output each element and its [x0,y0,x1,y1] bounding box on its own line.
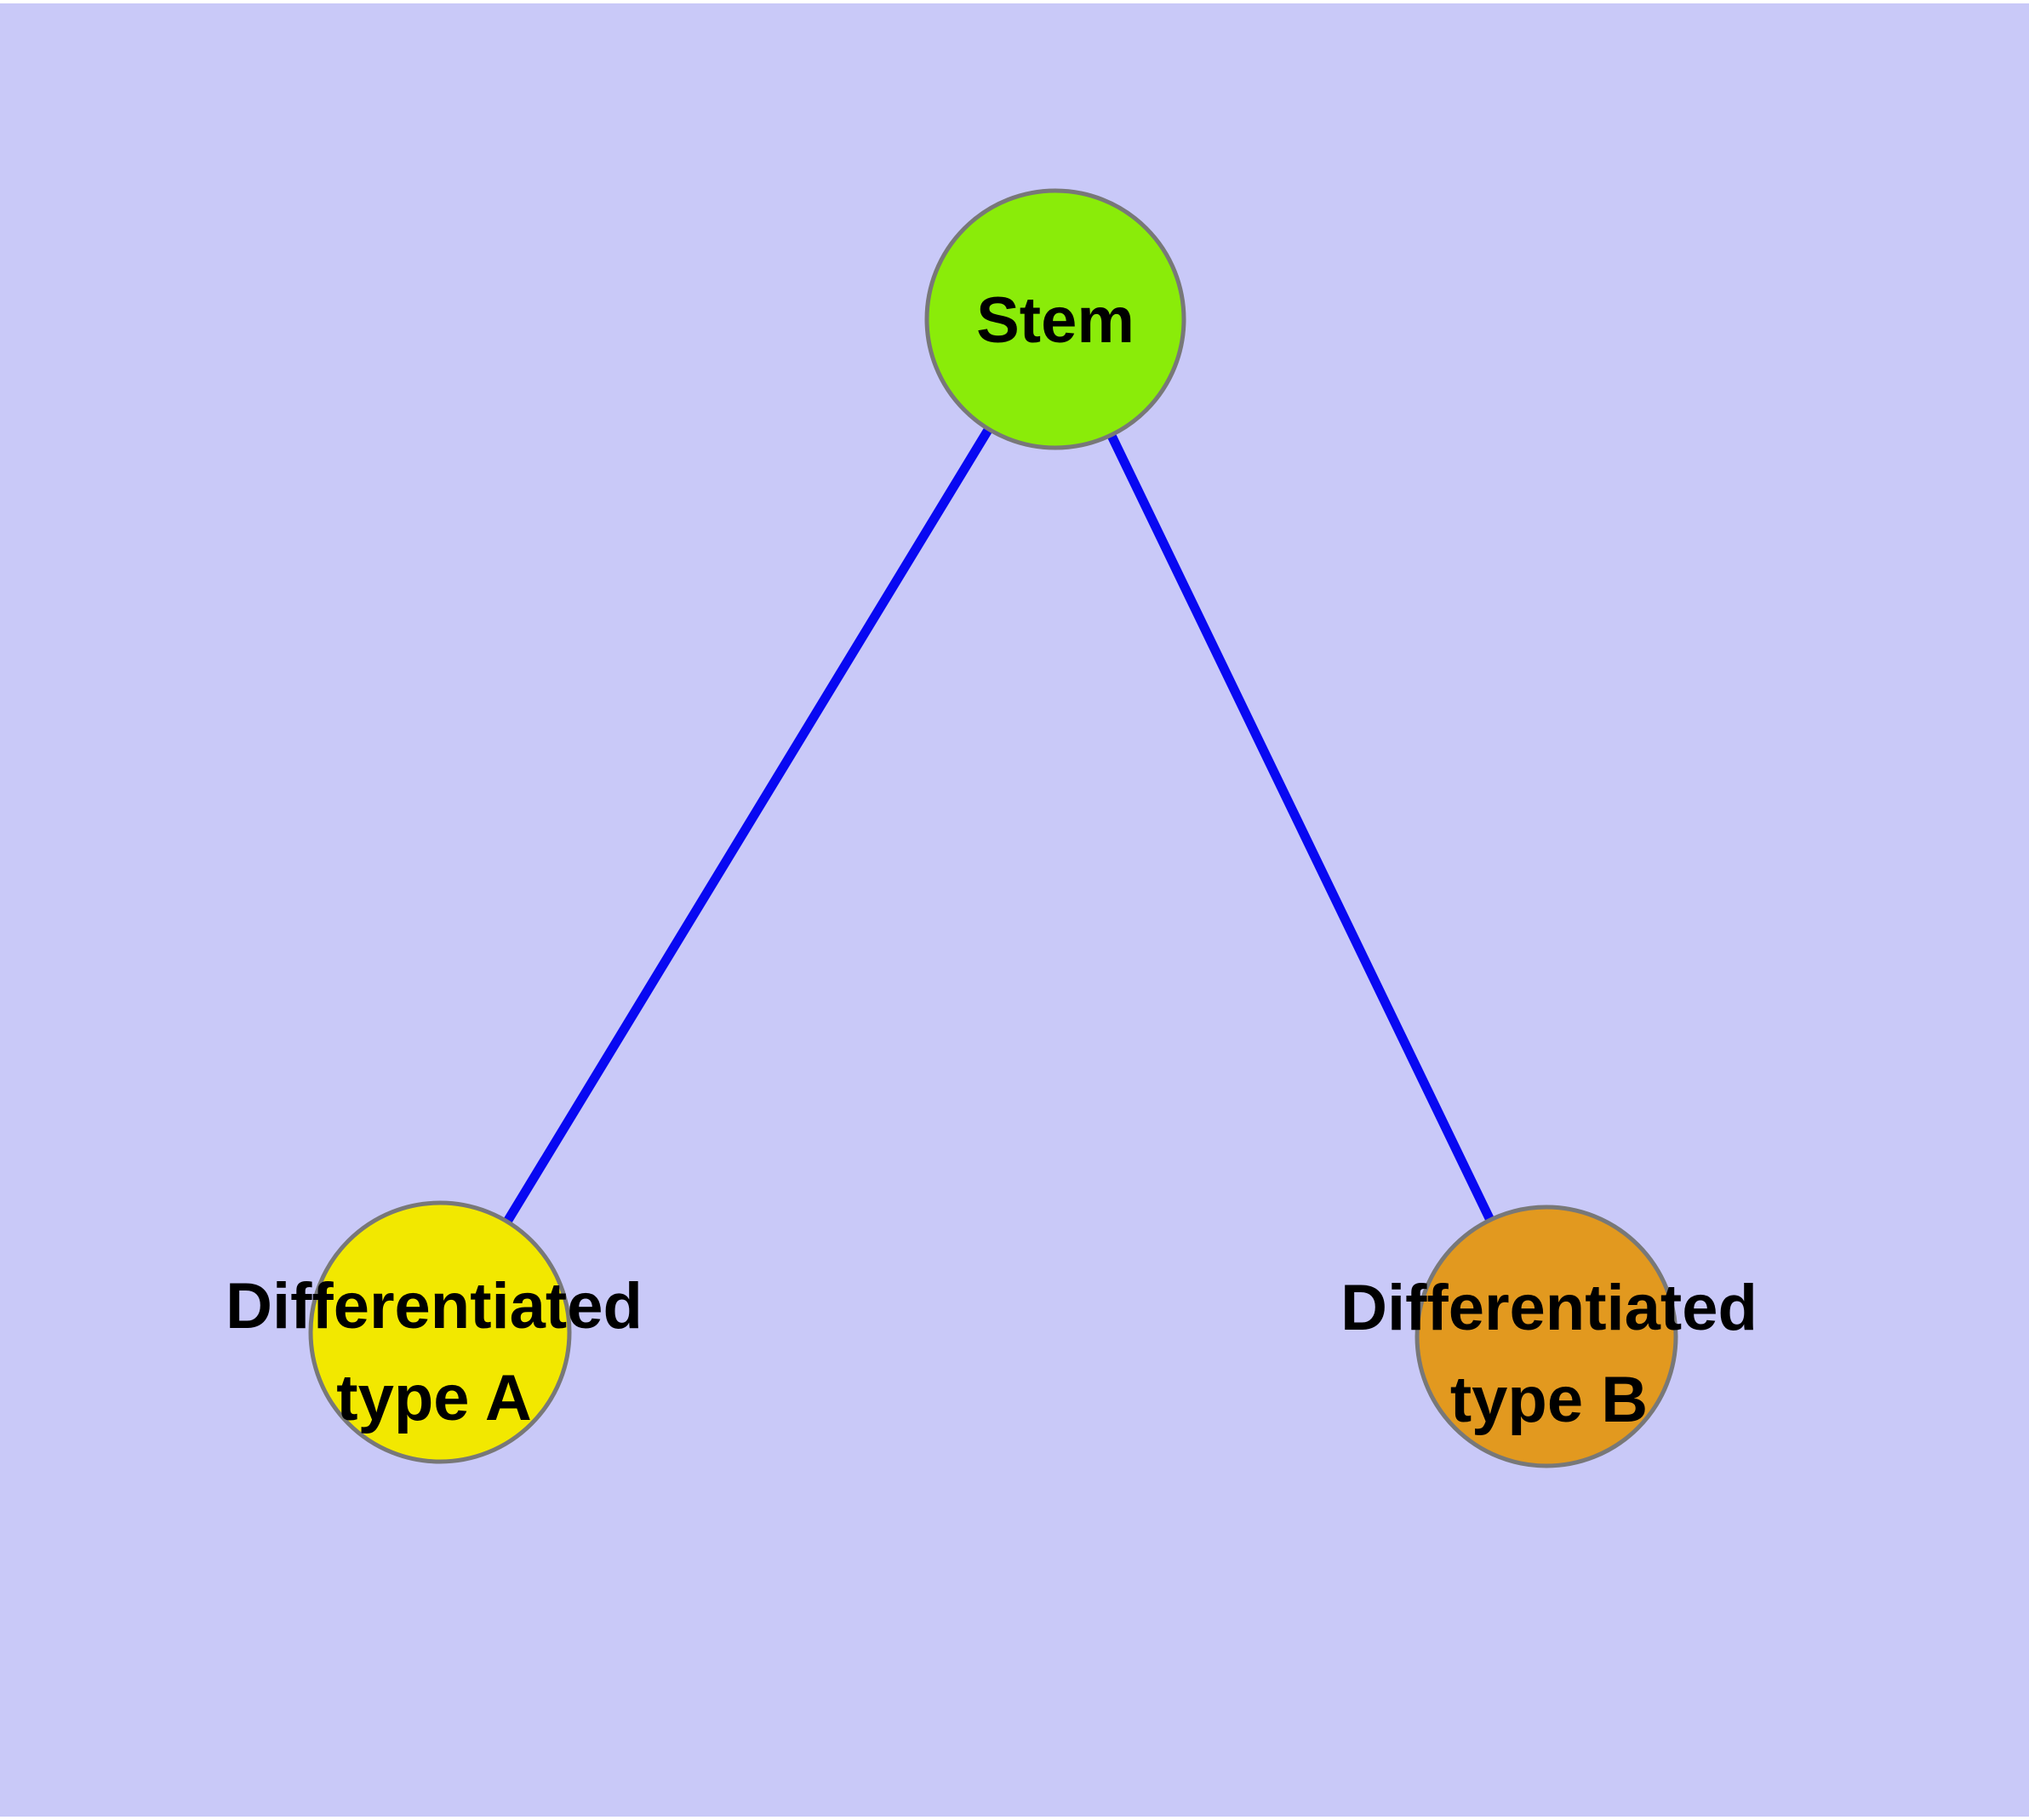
node-stem-label: Stem [976,284,1135,357]
node-type-b-label-line1: Differentiated [1340,1272,1758,1344]
node-differentiated-type-a[interactable] [308,1200,572,1464]
node-stem[interactable] [924,188,1186,450]
node-type-b-label-line2: type B [1450,1364,1648,1436]
node-type-a-label-line2: type A [336,1362,531,1434]
edge-stem-to-type-a [436,317,1060,1335]
node-type-a-label-line1: Differentiated [226,1270,643,1342]
node-differentiated-type-b[interactable] [1415,1205,1678,1468]
edge-stem-to-type-b [1051,317,1551,1339]
